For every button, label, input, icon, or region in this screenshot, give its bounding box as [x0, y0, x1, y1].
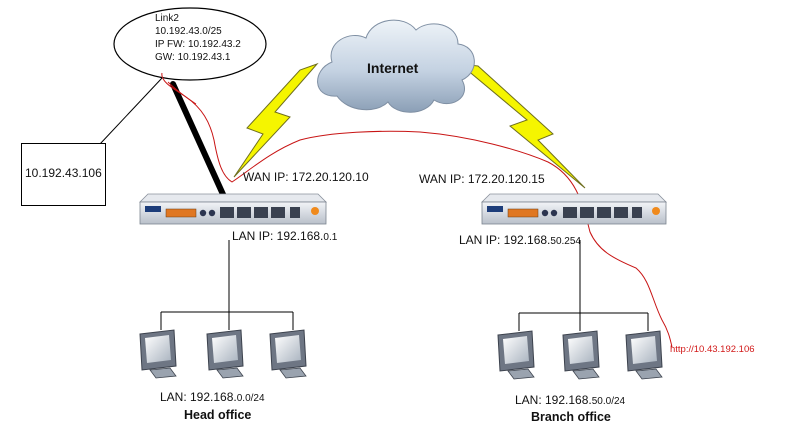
red-trace-path	[161, 72, 673, 348]
monitor-head-1	[139, 329, 177, 379]
monitor-head-2	[206, 329, 244, 379]
red-trace-spur	[167, 81, 197, 105]
lightning-bolt-right	[458, 63, 586, 189]
link-bubble	[113, 7, 267, 81]
link-network: 10.192.43.0/25	[155, 26, 222, 37]
link-gw: GW: 10.192.43.1	[155, 52, 231, 63]
head-lan: LAN: 192.168.0.0/24	[160, 390, 265, 404]
branch-wan-ip: WAN IP: 172.20.120.15	[419, 172, 545, 186]
link2-cable	[170, 81, 229, 204]
link-ip-fw: IP FW: 10.192.43.2	[155, 39, 241, 50]
head-wan-ip: WAN IP: 172.20.120.10	[243, 170, 369, 184]
branch-office-firewall-appliance	[481, 193, 667, 225]
host-box	[21, 143, 106, 206]
branch-lan-ip: LAN IP: 192.168.50.254	[459, 233, 581, 247]
monitor-head-3	[269, 329, 307, 379]
host-ip: 10.192.43.106	[25, 166, 102, 180]
lightning-bolt-left	[233, 62, 319, 178]
monitor-branch-2	[562, 330, 600, 380]
internet-label: Internet	[367, 60, 419, 76]
head-office-name: Head office	[184, 408, 252, 422]
url-annotation: http://10.43.192.106	[670, 344, 755, 355]
link-title: Link2	[155, 13, 179, 24]
branch-lan: LAN: 192.168.50.0/24	[515, 393, 626, 407]
branch-office-name: Branch office	[531, 410, 611, 424]
callout-line	[99, 77, 163, 145]
monitor-branch-3	[625, 330, 663, 380]
head-lan-ip: LAN IP: 192.168.0.1	[232, 229, 338, 243]
internet-cloud	[317, 19, 475, 113]
monitor-branch-1	[497, 330, 535, 380]
head-office-firewall-appliance	[139, 193, 327, 225]
